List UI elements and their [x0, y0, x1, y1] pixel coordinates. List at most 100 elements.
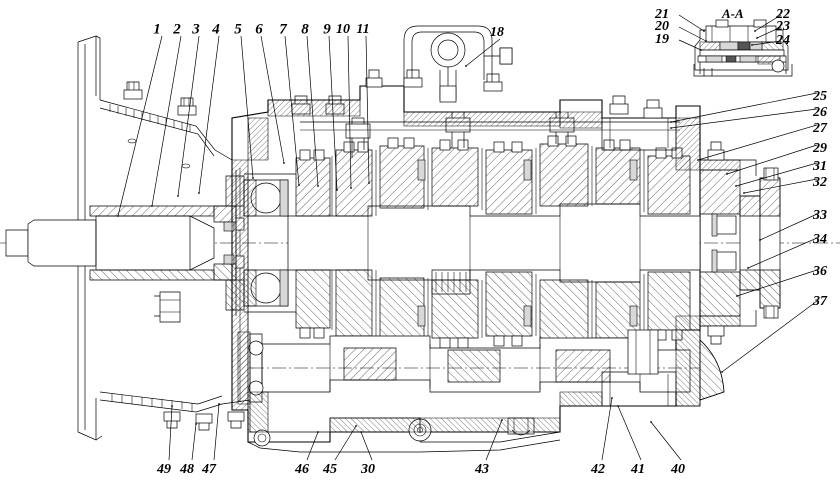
output-flange-assembly: [676, 141, 781, 407]
callout-number-26: 26: [813, 105, 827, 120]
leader-endpoint-47: [218, 403, 220, 405]
leader-endpoint-26: [670, 127, 672, 129]
leader-endpoint-37: [721, 371, 723, 373]
leader-endpoint-32: [743, 192, 745, 194]
callout-number-32: 32: [813, 175, 827, 190]
leader-endpoint-18: [465, 65, 467, 67]
callout-number-8: 8: [301, 21, 309, 38]
leader-line-1: [117, 35, 163, 217]
leader-endpoint-1: [117, 215, 119, 217]
leader-line-2: [151, 35, 182, 207]
leader-line-45: [334, 425, 357, 461]
leader-endpoint-46: [317, 431, 319, 433]
callout-number-9: 9: [323, 21, 331, 38]
leader-endpoint-42: [611, 397, 613, 399]
leader-line-18: [465, 38, 501, 67]
callout-number-20: 20: [655, 19, 669, 34]
leader-line-29: [726, 144, 818, 175]
callout-number-48: 48: [180, 462, 194, 477]
leader-line-20: [678, 26, 707, 42]
leader-line-37: [721, 300, 818, 373]
leader-line-48: [191, 423, 197, 461]
callout-number-49: 49: [157, 462, 171, 477]
leader-endpoint-49: [171, 405, 173, 407]
callout-number-29: 29: [813, 141, 827, 156]
leader-endpoint-21: [703, 30, 705, 32]
leader-line-9: [328, 35, 338, 191]
leader-line-30: [360, 431, 373, 461]
callout-number-40: 40: [671, 462, 685, 477]
leader-endpoint-30: [360, 431, 362, 433]
leader-line-32: [743, 178, 818, 194]
leader-endpoint-20: [705, 40, 707, 42]
leader-line-6: [260, 35, 285, 164]
callout-number-5: 5: [234, 21, 242, 38]
leader-endpoint-27: [697, 159, 699, 161]
callout-number-18: 18: [490, 25, 504, 40]
leader-line-8: [306, 35, 319, 187]
leader-line-40: [650, 421, 682, 461]
input-shaft: [5, 205, 245, 281]
callout-number-42: 42: [591, 462, 605, 477]
leader-line-23: [756, 26, 782, 39]
leader-endpoint-6: [283, 162, 285, 164]
callout-number-25: 25: [813, 89, 827, 104]
callout-number-11: 11: [356, 22, 370, 37]
leader-line-24: [751, 40, 782, 46]
callout-number-31: 31: [813, 159, 827, 174]
callout-number-41: 41: [631, 462, 645, 477]
leader-line-43: [485, 419, 503, 461]
leader-line-26: [670, 108, 818, 129]
callout-number-6: 6: [255, 21, 263, 38]
leader-endpoint-29: [726, 173, 728, 175]
leader-line-21: [678, 14, 705, 32]
leader-line-7: [284, 35, 300, 186]
leader-line-3: [177, 35, 200, 197]
callout-number-37: 37: [813, 294, 827, 309]
leader-endpoint-45: [355, 425, 357, 427]
callout-number-4: 4: [212, 21, 220, 38]
callout-number-45: 45: [323, 462, 337, 477]
leader-line-47: [213, 403, 220, 461]
callout-number-7: 7: [279, 21, 287, 38]
leader-endpoint-33: [759, 239, 761, 241]
leader-line-5: [240, 35, 254, 179]
callout-number-46: 46: [295, 462, 309, 477]
leader-endpoint-5: [252, 177, 254, 179]
leader-line-36: [736, 269, 818, 297]
callout-number-33: 33: [813, 208, 827, 223]
leader-endpoint-23: [756, 37, 758, 39]
leader-endpoint-4: [198, 192, 200, 194]
leader-line-19: [678, 39, 702, 51]
leader-endpoint-24: [751, 44, 753, 46]
leader-line-42: [601, 397, 613, 461]
leader-endpoint-2: [151, 205, 153, 207]
detail-view-label: A-A: [722, 6, 744, 21]
leader-line-25: [670, 92, 818, 123]
leader-endpoint-22: [754, 30, 756, 32]
leader-endpoint-25: [670, 121, 672, 123]
leader-endpoint-11: [368, 182, 370, 184]
detail-view-AA: [693, 19, 793, 77]
callout-number-47: 47: [202, 462, 216, 477]
callout-number-2: 2: [173, 21, 181, 38]
housing-section-hatching: [231, 99, 701, 433]
leader-line-41: [617, 405, 642, 461]
callout-number-24: 24: [776, 33, 790, 48]
leader-line-49: [168, 405, 173, 461]
leader-lines: [117, 14, 818, 461]
leader-line-31: [735, 162, 818, 187]
leader-line-27: [697, 124, 818, 161]
callout-number-19: 19: [655, 32, 669, 47]
leader-endpoint-31: [735, 185, 737, 187]
leader-endpoint-9: [336, 189, 338, 191]
callout-number-43: 43: [475, 462, 489, 477]
leader-endpoint-34: [747, 267, 749, 269]
leader-line-11: [365, 35, 370, 184]
gear-cluster-upper: [295, 135, 691, 217]
callout-number-36: 36: [813, 264, 827, 279]
leader-endpoint-8: [317, 185, 319, 187]
detent-spring: [431, 269, 471, 295]
leader-endpoint-40: [650, 421, 652, 423]
